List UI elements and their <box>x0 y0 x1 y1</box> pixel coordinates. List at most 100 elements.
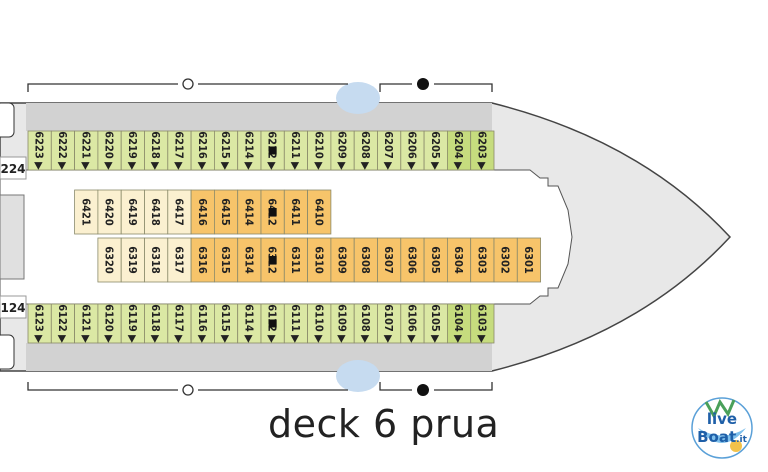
cabin-number: 6206 ▶ <box>405 131 418 170</box>
cabin-6320[interactable]: 6320 <box>97 237 122 283</box>
cabin-number: 6121 ▶ <box>79 304 92 343</box>
cabin-6222[interactable]: 6222 ▶ <box>50 130 75 171</box>
cabin-6316[interactable]: 6316 <box>190 237 215 283</box>
cabin-6318[interactable]: 6318 <box>144 237 169 283</box>
cabin-6208[interactable]: 6208 ▶ <box>353 130 378 171</box>
cabin-6116[interactable]: 6116 ▶ <box>190 303 215 344</box>
cabin-6414[interactable]: 6414 <box>237 189 262 235</box>
cabin-number: 6311 <box>289 246 302 274</box>
cabin-number: 6215 ▶ <box>219 131 232 170</box>
cabin-6311[interactable]: 6311 <box>283 237 308 283</box>
cabin-6115[interactable]: 6115 ▶ <box>213 303 239 344</box>
deck-title: deck 6 prua <box>268 402 500 446</box>
cabin-number: 6411 <box>289 198 302 226</box>
cabin-6122[interactable]: 6122 ▶ <box>50 303 75 344</box>
cabin-6114[interactable]: 6114 ▶ <box>237 303 262 344</box>
cabin-6121[interactable]: 6121 ▶ <box>74 303 99 344</box>
cabin-6421[interactable]: 6421 <box>74 189 99 235</box>
cabin-number: 6114 ▶ <box>242 304 255 343</box>
cabin-6410[interactable]: 6410 <box>307 189 332 235</box>
cabin-6119[interactable]: 6119 ▶ <box>120 303 145 344</box>
cabin-6315[interactable]: 6315 <box>213 237 239 283</box>
cabin-number: 6307 <box>382 246 395 274</box>
cabin-6417[interactable]: 6417 <box>167 189 192 235</box>
cabin-6209[interactable]: 6209 ▶ <box>330 130 355 171</box>
cabin-6207[interactable]: 6207 ▶ <box>377 130 402 171</box>
cabin-6203[interactable]: 6203 ▶ <box>470 130 495 171</box>
cabin-6303[interactable]: 6303 <box>470 237 495 283</box>
cabin-6118[interactable]: 6118 ▶ <box>144 303 169 344</box>
cabin-6212[interactable]: 6212 ▶ <box>260 130 285 171</box>
cabin-number: 6123 ▶ <box>33 304 46 343</box>
cabin-6419[interactable]: 6419 <box>120 189 145 235</box>
cabin-number: 6310 <box>312 246 325 274</box>
open-circle-marker-top <box>182 78 194 90</box>
cabin-6301[interactable]: 6301 <box>516 237 541 283</box>
cabin-number: 6303 <box>475 246 488 274</box>
cabin-6103[interactable]: 6103 ▶ <box>470 303 495 344</box>
cabin-6221[interactable]: 6221 ▶ <box>74 130 99 171</box>
cabin-6412[interactable]: 6412 <box>260 189 285 235</box>
cabin-6204[interactable]: 6204 ▶ <box>446 130 472 171</box>
cabin-number: 6105 ▶ <box>429 304 442 343</box>
cabin-6117[interactable]: 6117 ▶ <box>167 303 192 344</box>
port-structure-top <box>0 102 15 138</box>
cabin-number: 6414 <box>242 198 255 226</box>
cabin-6415[interactable]: 6415 <box>213 189 239 235</box>
cabin-6215[interactable]: 6215 ▶ <box>213 130 239 171</box>
cabin-6411[interactable]: 6411 <box>283 189 308 235</box>
cabin-6107[interactable]: 6107 ▶ <box>377 303 402 344</box>
cabin-number: 6208 ▶ <box>359 131 372 170</box>
cabin-6112[interactable]: 6112 ▶ <box>260 303 285 344</box>
cabin-6106[interactable]: 6106 ▶ <box>400 303 425 344</box>
cabin-6306[interactable]: 6306 <box>400 237 425 283</box>
cabin-6206[interactable]: 6206 ▶ <box>400 130 425 171</box>
cabin-6308[interactable]: 6308 <box>353 237 378 283</box>
cabin-number: 6110 ▶ <box>312 304 325 343</box>
cabin-6319[interactable]: 6319 <box>120 237 145 283</box>
cabin-6416[interactable]: 6416 <box>190 189 215 235</box>
cabin-6223[interactable]: 6223 ▶ <box>27 130 52 171</box>
cabin-6104[interactable]: 6104 ▶ <box>446 303 472 344</box>
cabin-6110[interactable]: 6110 ▶ <box>307 303 332 344</box>
cabin-6309[interactable]: 6309 <box>330 237 355 283</box>
cabin-6211[interactable]: 6211 ▶ <box>283 130 308 171</box>
cabin-6216[interactable]: 6216 ▶ <box>190 130 215 171</box>
cabin-number: 6118 ▶ <box>149 304 162 343</box>
cabin-number: 6317 <box>172 246 185 274</box>
cabin-number: 6111 ▶ <box>289 304 302 343</box>
accessible-cabin-marker <box>268 256 277 264</box>
cabin-number: 6316 <box>196 246 209 274</box>
cabin-6217[interactable]: 6217 ▶ <box>167 130 192 171</box>
cabin-6310[interactable]: 6310 <box>307 237 332 283</box>
cabin-number: 6420 <box>103 198 116 226</box>
cabin-6111[interactable]: 6111 ▶ <box>283 303 308 344</box>
cabin-6420[interactable]: 6420 <box>97 189 122 235</box>
cabin-6105[interactable]: 6105 ▶ <box>423 303 448 344</box>
cabin-6302[interactable]: 6302 <box>493 237 518 283</box>
cabin-number: 6421 <box>79 198 92 226</box>
cabin-6219[interactable]: 6219 ▶ <box>120 130 145 171</box>
cabin-6317[interactable]: 6317 <box>167 237 192 283</box>
cabin-6218[interactable]: 6218 ▶ <box>144 130 169 171</box>
cabin-6120[interactable]: 6120 ▶ <box>97 303 122 344</box>
stairwell <box>0 194 25 280</box>
side-label-top: 224 <box>0 162 25 176</box>
cabin-6220[interactable]: 6220 ▶ <box>97 130 122 171</box>
open-circle-marker-bottom <box>182 384 194 396</box>
cabin-6307[interactable]: 6307 <box>377 237 402 283</box>
cabin-6305[interactable]: 6305 <box>423 237 448 283</box>
cabin-6210[interactable]: 6210 ▶ <box>307 130 332 171</box>
cabin-6109[interactable]: 6109 ▶ <box>330 303 355 344</box>
cabin-6123[interactable]: 6123 ▶ <box>27 303 52 344</box>
cabin-6304[interactable]: 6304 <box>446 237 472 283</box>
cabin-number: 6302 <box>499 246 512 274</box>
cabin-6205[interactable]: 6205 ▶ <box>423 130 448 171</box>
cabin-6314[interactable]: 6314 <box>237 237 262 283</box>
cabin-6108[interactable]: 6108 ▶ <box>353 303 378 344</box>
cabin-6312[interactable]: 6312 <box>260 237 285 283</box>
cabin-6418[interactable]: 6418 <box>144 189 169 235</box>
cabin-6214[interactable]: 6214 ▶ <box>237 130 262 171</box>
